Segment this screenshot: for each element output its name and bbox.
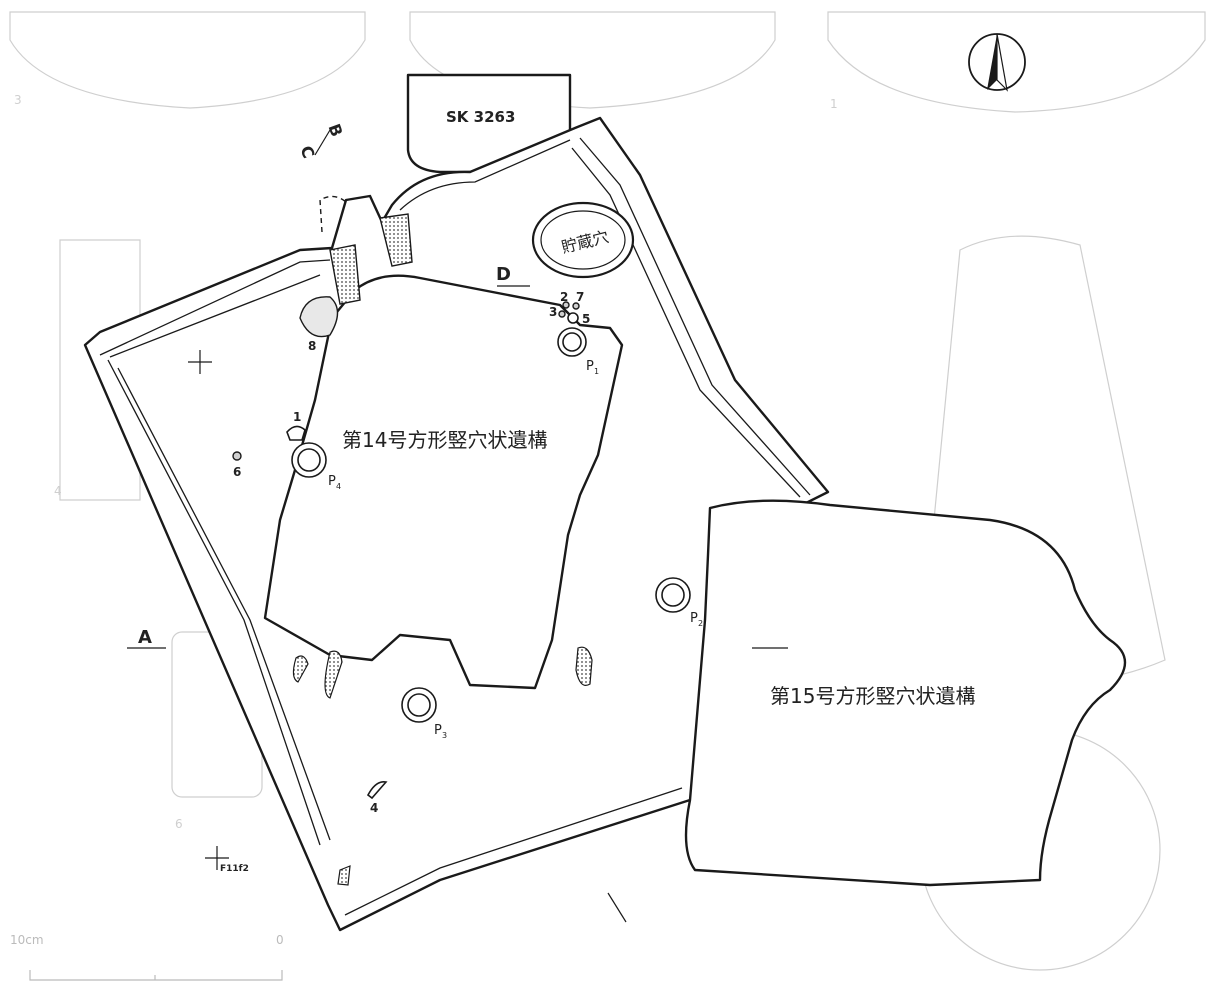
section-lines — [127, 129, 788, 923]
pit-14 — [83, 116, 830, 932]
artifact-label-7: 7 — [576, 290, 584, 304]
section-label-a: A — [138, 627, 152, 648]
posthole-label-p2: P — [690, 611, 698, 626]
scale-ten: 10cm — [10, 933, 44, 947]
ghost-num-6: 6 — [175, 817, 183, 831]
posthole-sub-p2: 2 — [698, 619, 703, 628]
grid-crosses — [188, 350, 229, 870]
ghost-bowl-1 — [827, 11, 1206, 113]
ghost-num-3: 3 — [14, 93, 22, 107]
north-arrow-icon — [968, 33, 1026, 92]
scale-zero: 0 — [276, 933, 284, 947]
posthole-label-p3: P — [434, 723, 442, 738]
sk-3263-label: SK 3263 — [446, 108, 515, 126]
ghost-bowl-3 — [9, 11, 366, 109]
ghost-bowl-2 — [409, 11, 776, 109]
pit-14-north-rim — [399, 139, 571, 211]
artifact-markers — [232, 301, 580, 800]
posthole-p2 — [655, 577, 691, 613]
posthole-label-p4: P — [328, 474, 336, 489]
posthole-p4 — [291, 442, 327, 478]
pit-14-south-bench — [344, 787, 683, 916]
artifact-label-3: 3 — [549, 305, 557, 319]
ghost-num-4: 4 — [54, 484, 62, 498]
section-label-c: C — [297, 143, 319, 161]
artifact-label-1: 1 — [293, 410, 301, 424]
posthole-p1 — [557, 327, 587, 357]
grid-point-label: F11f2 — [220, 864, 249, 874]
pit-14-bench-line — [99, 259, 331, 846]
floor-depressions — [292, 646, 593, 886]
scale-bar — [29, 970, 283, 981]
ghost-jar-4 — [59, 239, 141, 501]
section-label-d: D — [496, 264, 511, 285]
section-label-b: B — [325, 121, 347, 139]
artifact-label-5: 5 — [582, 312, 590, 326]
artifact-label-2: 2 — [560, 290, 568, 304]
artifact-label-6: 6 — [233, 465, 241, 479]
posthole-sub-p4: 4 — [336, 482, 341, 491]
ghost-num-1: 1 — [830, 97, 838, 111]
storage-pit — [531, 201, 635, 279]
posthole-p3 — [401, 687, 437, 723]
pit-15-label: 第15号方形竪穴状遺構 — [770, 684, 975, 708]
pit-14-label: 第14号方形竪穴状遺構 — [342, 428, 547, 452]
posthole-label-p1: P — [586, 359, 594, 374]
posthole-sub-p3: 3 — [442, 731, 447, 740]
pit-15 — [684, 499, 1127, 887]
pit-14-east-bench — [571, 137, 811, 498]
posthole-sub-p1: 1 — [594, 367, 599, 376]
artifact-label-4: 4 — [370, 801, 378, 815]
artifact-label-8: 8 — [308, 339, 316, 353]
hearth-stones — [299, 195, 413, 338]
